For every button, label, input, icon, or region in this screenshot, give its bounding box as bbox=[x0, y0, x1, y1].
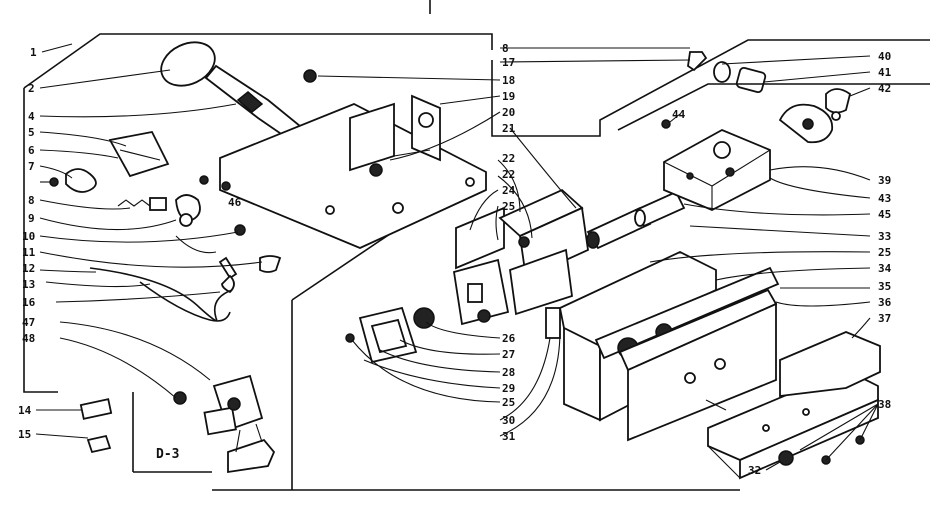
callout-39: 39 bbox=[878, 174, 891, 187]
callout-34: 34 bbox=[878, 262, 892, 275]
callout-4: 4 bbox=[28, 110, 35, 123]
callout-1: 1 bbox=[30, 46, 37, 59]
callout-8: 8 bbox=[28, 194, 35, 207]
callout-13: 13 bbox=[22, 278, 35, 291]
callout-25c: 25 bbox=[878, 246, 891, 259]
section-label: D-3 bbox=[156, 447, 179, 462]
callout-16: 16 bbox=[22, 296, 36, 309]
control-housing bbox=[558, 251, 881, 480]
upper-right-box bbox=[661, 119, 771, 211]
callout-33: 33 bbox=[878, 230, 891, 243]
callout-21: 21 bbox=[502, 122, 516, 135]
callout-14: 14 bbox=[18, 404, 32, 417]
callout-24: 24 bbox=[502, 184, 516, 197]
callout-20: 20 bbox=[502, 106, 515, 119]
callout-labels: 1 2 4 5 6 7 8 9 10 11 12 13 16 47 48 14 … bbox=[18, 42, 892, 477]
upright-bracket bbox=[303, 69, 441, 177]
callout-42: 42 bbox=[878, 82, 891, 95]
callout-29: 29 bbox=[502, 382, 515, 395]
callout-26: 26 bbox=[502, 332, 516, 345]
callout-36: 36 bbox=[878, 296, 892, 309]
leader-lines bbox=[35, 43, 879, 471]
callout-12: 12 bbox=[22, 262, 35, 275]
callout-30: 30 bbox=[502, 414, 515, 427]
top-link bbox=[687, 51, 708, 72]
callout-15: 15 bbox=[18, 428, 31, 441]
callout-10: 10 bbox=[22, 230, 35, 243]
central-block bbox=[345, 188, 589, 364]
callout-32: 32 bbox=[748, 464, 761, 477]
callout-44: 44 bbox=[672, 108, 686, 121]
callout-17: 17 bbox=[502, 56, 515, 69]
callout-28: 28 bbox=[502, 366, 515, 379]
parts-40-42 bbox=[617, 61, 930, 144]
callout-31: 31 bbox=[502, 430, 516, 443]
callout-41: 41 bbox=[878, 66, 892, 79]
callout-2: 2 bbox=[28, 82, 35, 95]
callout-5: 5 bbox=[28, 126, 35, 139]
callout-43: 43 bbox=[878, 192, 891, 205]
callout-22a: 22 bbox=[502, 152, 515, 165]
callout-11: 11 bbox=[22, 246, 36, 259]
callout-40: 40 bbox=[878, 50, 891, 63]
switch-assembly bbox=[173, 374, 276, 474]
wire-harness bbox=[89, 267, 233, 322]
callout-25b: 25 bbox=[502, 396, 515, 409]
loose-parts-14-15 bbox=[79, 398, 113, 454]
callout-48: 48 bbox=[22, 332, 35, 345]
left-small-parts bbox=[49, 130, 282, 294]
callout-9: 9 bbox=[28, 212, 35, 225]
callout-35: 35 bbox=[878, 280, 891, 293]
callout-18: 18 bbox=[502, 74, 515, 87]
callout-47: 47 bbox=[22, 316, 35, 329]
rollers bbox=[586, 190, 686, 250]
callout-27: 27 bbox=[502, 348, 515, 361]
callout-19: 19 bbox=[502, 90, 515, 103]
callout-25a: 25 bbox=[502, 200, 515, 213]
callout-22b: 22 bbox=[502, 168, 515, 181]
callout-7: 7 bbox=[28, 160, 35, 173]
callout-8b: 8 bbox=[502, 42, 509, 55]
callout-37: 37 bbox=[878, 312, 891, 325]
callout-38: 38 bbox=[878, 398, 891, 411]
callout-6: 6 bbox=[28, 144, 35, 157]
callout-46: 46 bbox=[228, 196, 242, 209]
callout-45: 45 bbox=[878, 208, 891, 221]
frame-lines bbox=[23, 0, 930, 491]
